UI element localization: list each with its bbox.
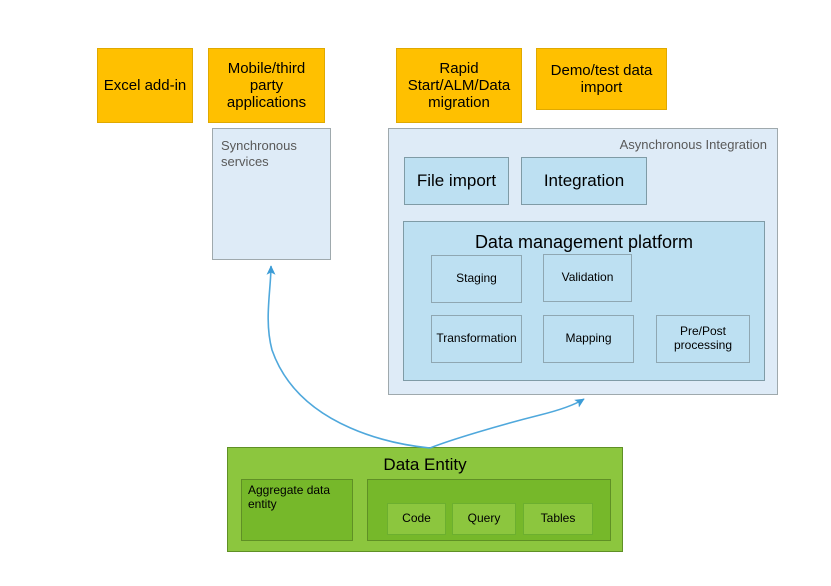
dmp-box-mapping[interactable]: Mapping [543,315,634,363]
dmp-box-label: Mapping [565,331,612,346]
arrow-data-entity-to-async [429,398,585,449]
integration-label: Integration [543,171,625,191]
data-entity-source-query[interactable]: Query [452,503,516,535]
client-box-label: Demo/test data import [550,61,653,96]
data-entity-source-label: Tables [540,511,576,526]
aggregate-data-entity-box[interactable]: Aggregate data entity [241,479,353,541]
dmp-box-validation[interactable]: Validation [543,254,632,302]
dmp-box-transformation[interactable]: Transformation [431,315,522,363]
synchronous-services-panel: Synchronous services OData [212,128,537,377]
client-box-label: Rapid Start/ALM/Data migration [407,59,511,112]
file-import-box[interactable]: File import [404,157,509,205]
data-entity-source-tables[interactable]: Tables [523,503,593,535]
aggregate-data-entity-label: Aggregate data entity [248,483,331,511]
data-entity-title: Data Entity [383,455,467,474]
client-box-demo-test-data-import[interactable]: Demo/test data import [536,48,667,110]
dmp-box-pre-post-processing[interactable]: Pre/Post processing [656,315,750,363]
asynchronous-integration-label: Asynchronous Integration [619,137,767,152]
data-management-platform-title: Data management platform [474,232,694,252]
dmp-box-staging[interactable]: Staging [431,255,522,303]
data-entity-source-label: Code [402,511,431,526]
integration-box[interactable]: Integration [521,157,647,205]
client-box-rapid-start[interactable]: Rapid Start/ALM/Data migration [396,48,522,123]
dmp-box-label: Transformation [436,331,517,346]
client-box-label: Excel add-in [103,76,187,94]
client-box-excel-add-in[interactable]: Excel add-in [97,48,193,123]
synchronous-services-label: Synchronous services [221,138,297,170]
data-entity-source-code[interactable]: Code [387,503,446,535]
client-box-label: Mobile/third party applications [226,59,307,112]
dmp-box-label: Staging [456,271,497,286]
file-import-label: File import [416,171,497,191]
data-entity-source-label: Query [467,511,501,526]
dmp-box-label: Pre/Post processing [673,324,733,352]
dmp-box-label: Validation [561,270,614,285]
client-box-mobile-third-party[interactable]: Mobile/third party applications [208,48,325,123]
